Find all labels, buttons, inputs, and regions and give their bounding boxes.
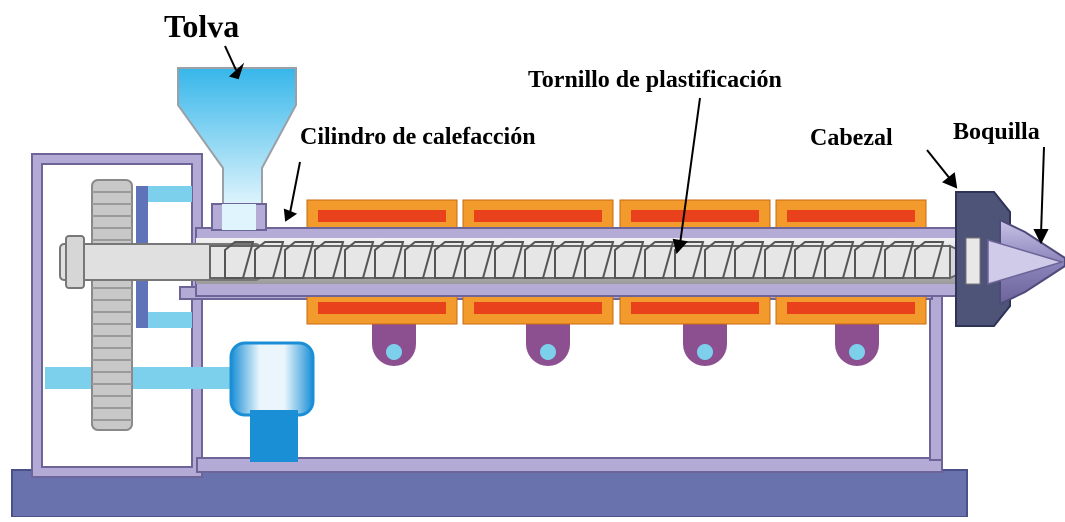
label-heating-cylinder: Cilindro de calefacción <box>300 124 536 150</box>
hopper <box>177 67 297 231</box>
gear-wheel <box>91 179 133 431</box>
label-arrows <box>224 45 1049 255</box>
nozzle-boquilla <box>987 218 1065 306</box>
label-screw: Tornillo de plastificación <box>528 67 782 93</box>
motor <box>229 341 315 462</box>
head-cabezal <box>955 191 1011 327</box>
label-head: Cabezal <box>810 125 893 151</box>
heater-bands <box>306 199 927 325</box>
label-nozzle: Boquilla <box>953 119 1040 145</box>
heater-brackets <box>372 322 879 366</box>
label-hopper: Tolva <box>164 8 240 44</box>
